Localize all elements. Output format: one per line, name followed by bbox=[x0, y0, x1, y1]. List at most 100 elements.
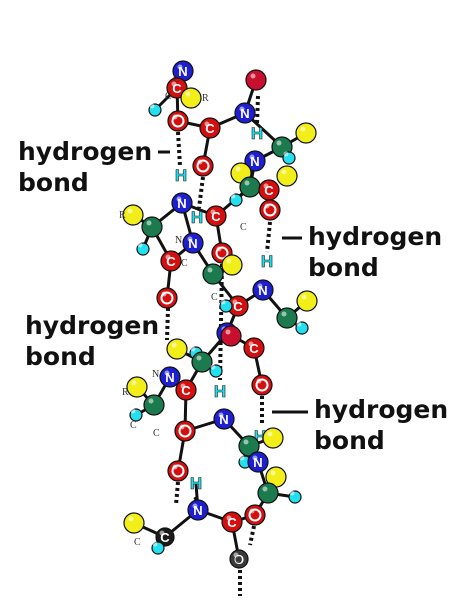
carbonyl-carbon-atom: C bbox=[205, 205, 227, 227]
svg-text:C: C bbox=[233, 299, 243, 314]
amide-hydrogen-atom: H bbox=[175, 166, 188, 186]
svg-text:H: H bbox=[261, 252, 273, 271]
hbond-label-upper-right: hydrogen bond bbox=[308, 221, 442, 283]
svg-text:C: C bbox=[264, 183, 274, 198]
alpha-carbon-atom bbox=[202, 263, 224, 285]
atom-side-letter: N bbox=[152, 369, 159, 380]
amide-hydrogen-atom: H bbox=[191, 208, 204, 228]
carbonyl-carbon-atom: C bbox=[258, 179, 280, 201]
hydrogen-bond bbox=[193, 495, 199, 502]
hydrogen-atom bbox=[219, 299, 233, 313]
nitrogen-atom: N bbox=[159, 366, 181, 388]
oxygen-atom bbox=[156, 287, 178, 309]
svg-text:N: N bbox=[219, 412, 228, 427]
atom-side-letter: C bbox=[134, 537, 141, 548]
svg-text:H: H bbox=[175, 166, 187, 185]
alpha-carbon-atom bbox=[143, 394, 165, 416]
amide-hydrogen-atom: H bbox=[190, 474, 203, 494]
carbonyl-carbon-atom: C bbox=[199, 117, 221, 139]
hydrogen-bond bbox=[197, 176, 205, 209]
atom-side-letter: C bbox=[173, 74, 180, 85]
hbond-label-upper-left-line2: bond bbox=[18, 168, 89, 197]
svg-text:C: C bbox=[211, 209, 221, 224]
nitrogen-atom: N bbox=[247, 451, 269, 473]
nitrogen-atom: N bbox=[171, 192, 193, 214]
hydrogen-atom bbox=[136, 242, 150, 256]
side-chain-atom bbox=[262, 427, 284, 449]
hydrogen-atom bbox=[282, 151, 296, 165]
hbond-label-lower-right-line1: hydrogen bbox=[314, 395, 449, 424]
hbond-label-upper-right-line1: hydrogen bbox=[308, 222, 443, 251]
nitrogen-atom: N bbox=[244, 150, 266, 172]
hydrogen-atom bbox=[209, 364, 223, 378]
atom-side-letter: R bbox=[202, 93, 209, 104]
alpha-carbon-atom bbox=[239, 176, 261, 198]
hydrogen-atom bbox=[129, 408, 143, 422]
hydrogen-atom bbox=[288, 490, 302, 504]
hbond-label-upper-right-line2: bond bbox=[308, 253, 379, 282]
side-chain-atom bbox=[180, 87, 202, 109]
hydrogen-bond bbox=[265, 221, 272, 253]
alpha-carbon-atom bbox=[141, 216, 163, 238]
oxygen-atom bbox=[167, 460, 189, 482]
atom-side-letter: C bbox=[130, 420, 137, 431]
carbonyl-carbon-atom: C bbox=[175, 379, 197, 401]
hydrogen-bond bbox=[176, 131, 182, 167]
hydrogen-bond bbox=[165, 307, 170, 341]
hydrogen-atom bbox=[151, 541, 165, 555]
hbond-label-upper-left: hydrogen bond bbox=[18, 136, 152, 198]
svg-text:N: N bbox=[258, 283, 267, 298]
nitrogen-atom: N bbox=[187, 499, 209, 521]
hbond-label-upper-left-line1: hydrogen bbox=[18, 137, 153, 166]
atom-side-letter: R bbox=[122, 387, 129, 398]
alpha-carbon-atom bbox=[276, 307, 298, 329]
svg-text:N: N bbox=[193, 503, 202, 518]
nitrogen-atom: N bbox=[234, 102, 256, 124]
atom-side-letter: C bbox=[240, 222, 247, 233]
nitrogen-atom: N bbox=[182, 232, 204, 254]
atom-side-letter: O bbox=[235, 555, 242, 566]
atom-side-letter: N bbox=[175, 235, 182, 246]
svg-text:N: N bbox=[188, 236, 197, 251]
svg-text:N: N bbox=[177, 196, 186, 211]
nitrogen-atom: N bbox=[252, 279, 274, 301]
terminal-atom bbox=[220, 325, 242, 347]
amide-hydrogen-atom: H bbox=[261, 252, 274, 272]
side-chain-atom bbox=[296, 290, 318, 312]
hydrogen-bond bbox=[255, 95, 260, 125]
hydrogen-atom bbox=[229, 193, 243, 207]
svg-text:N: N bbox=[178, 64, 187, 79]
hydrogen-atom bbox=[148, 103, 162, 117]
svg-text:H: H bbox=[214, 382, 226, 401]
carbonyl-carbon-atom: C bbox=[243, 337, 265, 359]
oxygen-atom bbox=[174, 420, 196, 442]
side-chain-atom bbox=[126, 376, 148, 398]
hbond-label-lower-right-line2: bond bbox=[314, 426, 385, 455]
amide-hydrogen-atom: H bbox=[214, 382, 227, 402]
terminal-oxygen-atom: O bbox=[229, 549, 249, 569]
carbonyl-carbon-atom: C bbox=[160, 250, 182, 272]
hbond-label-lower-left-line2: bond bbox=[25, 342, 96, 371]
svg-text:C: C bbox=[227, 515, 237, 530]
alpha-carbon-atom bbox=[238, 435, 260, 457]
svg-text:H: H bbox=[190, 474, 202, 493]
alpha-carbon-atom bbox=[191, 351, 213, 373]
hydrogen-bond-dots bbox=[158, 95, 308, 596]
atom-side-letter: C bbox=[181, 258, 188, 269]
svg-text:H: H bbox=[191, 208, 203, 227]
hydrogen-bond bbox=[218, 263, 224, 381]
side-chain-atom bbox=[295, 122, 317, 144]
hbond-label-lower-left: hydrogen bond bbox=[25, 310, 159, 372]
hydrogen-bond bbox=[174, 481, 180, 506]
svg-text:H: H bbox=[251, 124, 263, 143]
hydrogen-bond bbox=[248, 525, 256, 546]
svg-text:C: C bbox=[172, 81, 182, 96]
side-chain-atom bbox=[166, 338, 188, 360]
hbond-label-lower-left-line1: hydrogen bbox=[25, 311, 160, 340]
atom-side-letter: R bbox=[119, 210, 126, 221]
carbonyl-carbon-atom: C bbox=[221, 511, 243, 533]
svg-text:O: O bbox=[234, 552, 244, 567]
svg-text:N: N bbox=[165, 370, 174, 385]
